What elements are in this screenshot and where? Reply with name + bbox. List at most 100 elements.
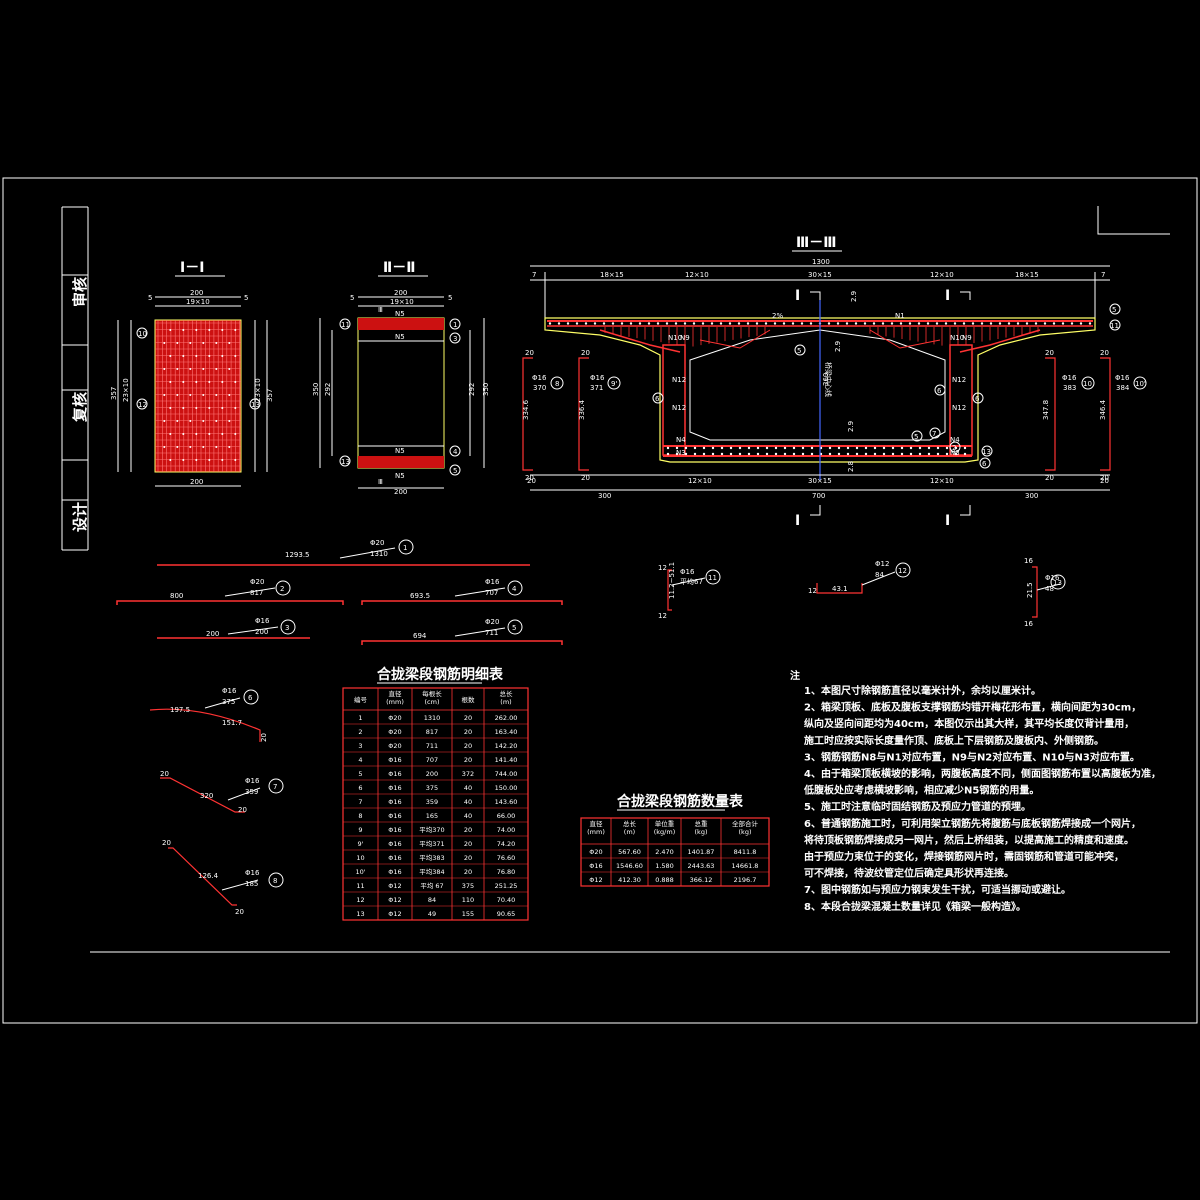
detail-table-cell: 711: [426, 742, 438, 750]
qty-table-header: 总重: [695, 819, 709, 828]
section-I-title: Ⅰ－Ⅰ: [180, 260, 204, 276]
note-line: 可不焊接，待波纹管定位后确定具形状再连接。: [804, 867, 1014, 880]
detail-table-cell: Φ12: [388, 910, 401, 918]
detail-table-cell: 359: [426, 798, 438, 806]
bar-shapes: 1293.5 Φ20 1310 1 800 Φ20 817 2 693.5 Φ1…: [116, 539, 1066, 916]
svg-text:N12: N12: [952, 376, 966, 384]
svg-text:Φ16: Φ16: [590, 374, 605, 382]
detail-table-cell: 20: [464, 714, 472, 722]
svg-text:200: 200: [394, 488, 407, 496]
qty-table-cell: 0.888: [655, 876, 674, 884]
svg-text:2.9: 2.9: [847, 421, 855, 432]
svg-text:N10: N10: [668, 334, 682, 342]
svg-text:11: 11: [708, 574, 717, 582]
detail-table-cell: 142.20: [495, 742, 518, 750]
svg-text:20: 20: [260, 733, 268, 742]
section-II-bottom-bars: [358, 456, 444, 468]
svg-text:334.6: 334.6: [522, 399, 530, 420]
svg-text:N9: N9: [680, 334, 690, 342]
qty-table-cell: 14661.8: [732, 862, 759, 870]
qty-table-cell: Φ16: [589, 862, 602, 870]
top-slab-bars: [548, 322, 1092, 325]
svg-text:707: 707: [485, 589, 498, 597]
detail-table-cell: 143.60: [495, 798, 518, 806]
svg-text:6: 6: [248, 694, 253, 702]
bar-shape-10-vertical: 20 20 347.8 Φ16 383 10: [1042, 349, 1095, 482]
svg-text:Φ16: Φ16: [1062, 374, 1077, 382]
detail-table-cell: Φ16: [388, 784, 401, 792]
svg-text:20: 20: [238, 806, 247, 814]
svg-text:126.4: 126.4: [198, 872, 219, 880]
detail-table-cell: 817: [426, 728, 438, 736]
bar-shape-10p-vertical: 20 20 346.4 Φ16 384 10': [1099, 349, 1147, 482]
svg-text:20: 20: [581, 349, 590, 357]
svg-text:7: 7: [932, 430, 936, 438]
svg-text:360: 360: [822, 373, 830, 386]
note-line: 将待顶板钢筋焊接成另一网片，然后上桥组装，以提高施工的精度和速度。: [804, 833, 1134, 846]
note-line: 4、由于箱梁顶板横坡的影响，两腹板高度不同，侧面图钢筋布置以高腹板为准，: [804, 767, 1161, 780]
svg-text:Φ16: Φ16: [222, 687, 237, 695]
svg-text:1293.5: 1293.5: [285, 551, 310, 559]
detail-table-cell: 10': [355, 868, 365, 876]
svg-text:N4: N4: [676, 436, 686, 444]
svg-text:N12: N12: [672, 376, 686, 384]
svg-text:20: 20: [1100, 349, 1109, 357]
detail-table-cell: 40: [464, 798, 472, 806]
detail-table-header: 总长: [500, 689, 514, 698]
box-inner-void: [689, 329, 946, 441]
svg-text:200: 200: [190, 478, 203, 486]
svg-text:12×10: 12×10: [685, 271, 709, 279]
svg-text:7: 7: [1101, 271, 1105, 279]
detail-table-cell: 9': [358, 840, 364, 848]
detail-table-cell: 163.40: [495, 728, 518, 736]
svg-text:16: 16: [1024, 557, 1033, 565]
detail-table-cell: Φ16: [388, 812, 401, 820]
svg-text:1: 1: [403, 544, 407, 552]
detail-table-cell: 10: [356, 854, 364, 862]
qty-table-cell: 1546.60: [616, 862, 643, 870]
qty-table-cell: 567.60: [618, 848, 641, 856]
detail-table-cell: 20: [464, 868, 472, 876]
svg-text:Φ20: Φ20: [370, 539, 384, 547]
detail-table-header: 直径: [389, 689, 403, 698]
svg-text:13: 13: [341, 458, 350, 466]
svg-text:12×10: 12×10: [930, 271, 954, 279]
detail-table-cell: 74.00: [497, 826, 516, 834]
svg-text:Ⅰ: Ⅰ: [945, 513, 950, 529]
svg-text:350: 350: [482, 383, 490, 396]
svg-text:347.8: 347.8: [1042, 400, 1050, 420]
detail-table-cell: Φ20: [388, 728, 401, 736]
qty-table-header: (kg/m): [654, 828, 675, 836]
svg-text:12: 12: [808, 587, 817, 595]
svg-text:1300: 1300: [812, 258, 830, 266]
qty-table-header: 直径: [590, 819, 604, 828]
detail-table-cell: 40: [464, 812, 472, 820]
svg-text:N3: N3: [676, 449, 686, 457]
notes: 注 1、本图尺寸除钢筋直径以毫米计外，余均以厘米计。2、箱梁顶板、底板及腹板支撑…: [790, 669, 1161, 913]
svg-text:20: 20: [160, 770, 169, 778]
detail-table-cell: 49: [428, 910, 436, 918]
svg-text:350: 350: [312, 383, 320, 396]
svg-text:23×10: 23×10: [254, 378, 262, 402]
svg-text:16: 16: [1024, 620, 1033, 628]
detail-table-cell: 40: [464, 784, 472, 792]
svg-text:200: 200: [394, 289, 407, 297]
svg-text:7: 7: [273, 783, 277, 791]
svg-text:Φ16: Φ16: [1115, 374, 1130, 382]
detail-table-header: (cm): [425, 698, 440, 706]
note-line: 7、图中钢筋如与预应力钢束发生干扰，可适当挪动或避让。: [804, 883, 1071, 896]
detail-table-cell: Φ16: [388, 854, 401, 862]
qty-table-cell: 1401.87: [688, 848, 715, 856]
detail-table-cell: 13: [356, 910, 364, 918]
svg-text:11: 11: [341, 321, 350, 329]
svg-text:9': 9': [611, 380, 617, 388]
svg-text:800: 800: [170, 592, 183, 600]
svg-text:19×10: 19×10: [390, 298, 414, 306]
detail-table-cell: 262.00: [495, 714, 518, 722]
svg-text:3: 3: [285, 624, 289, 632]
detail-table-cell: 84: [428, 896, 436, 904]
svg-text:10': 10': [1135, 380, 1146, 388]
svg-text:Φ20: Φ20: [250, 578, 264, 586]
qty-table-cell: Φ20: [589, 848, 602, 856]
